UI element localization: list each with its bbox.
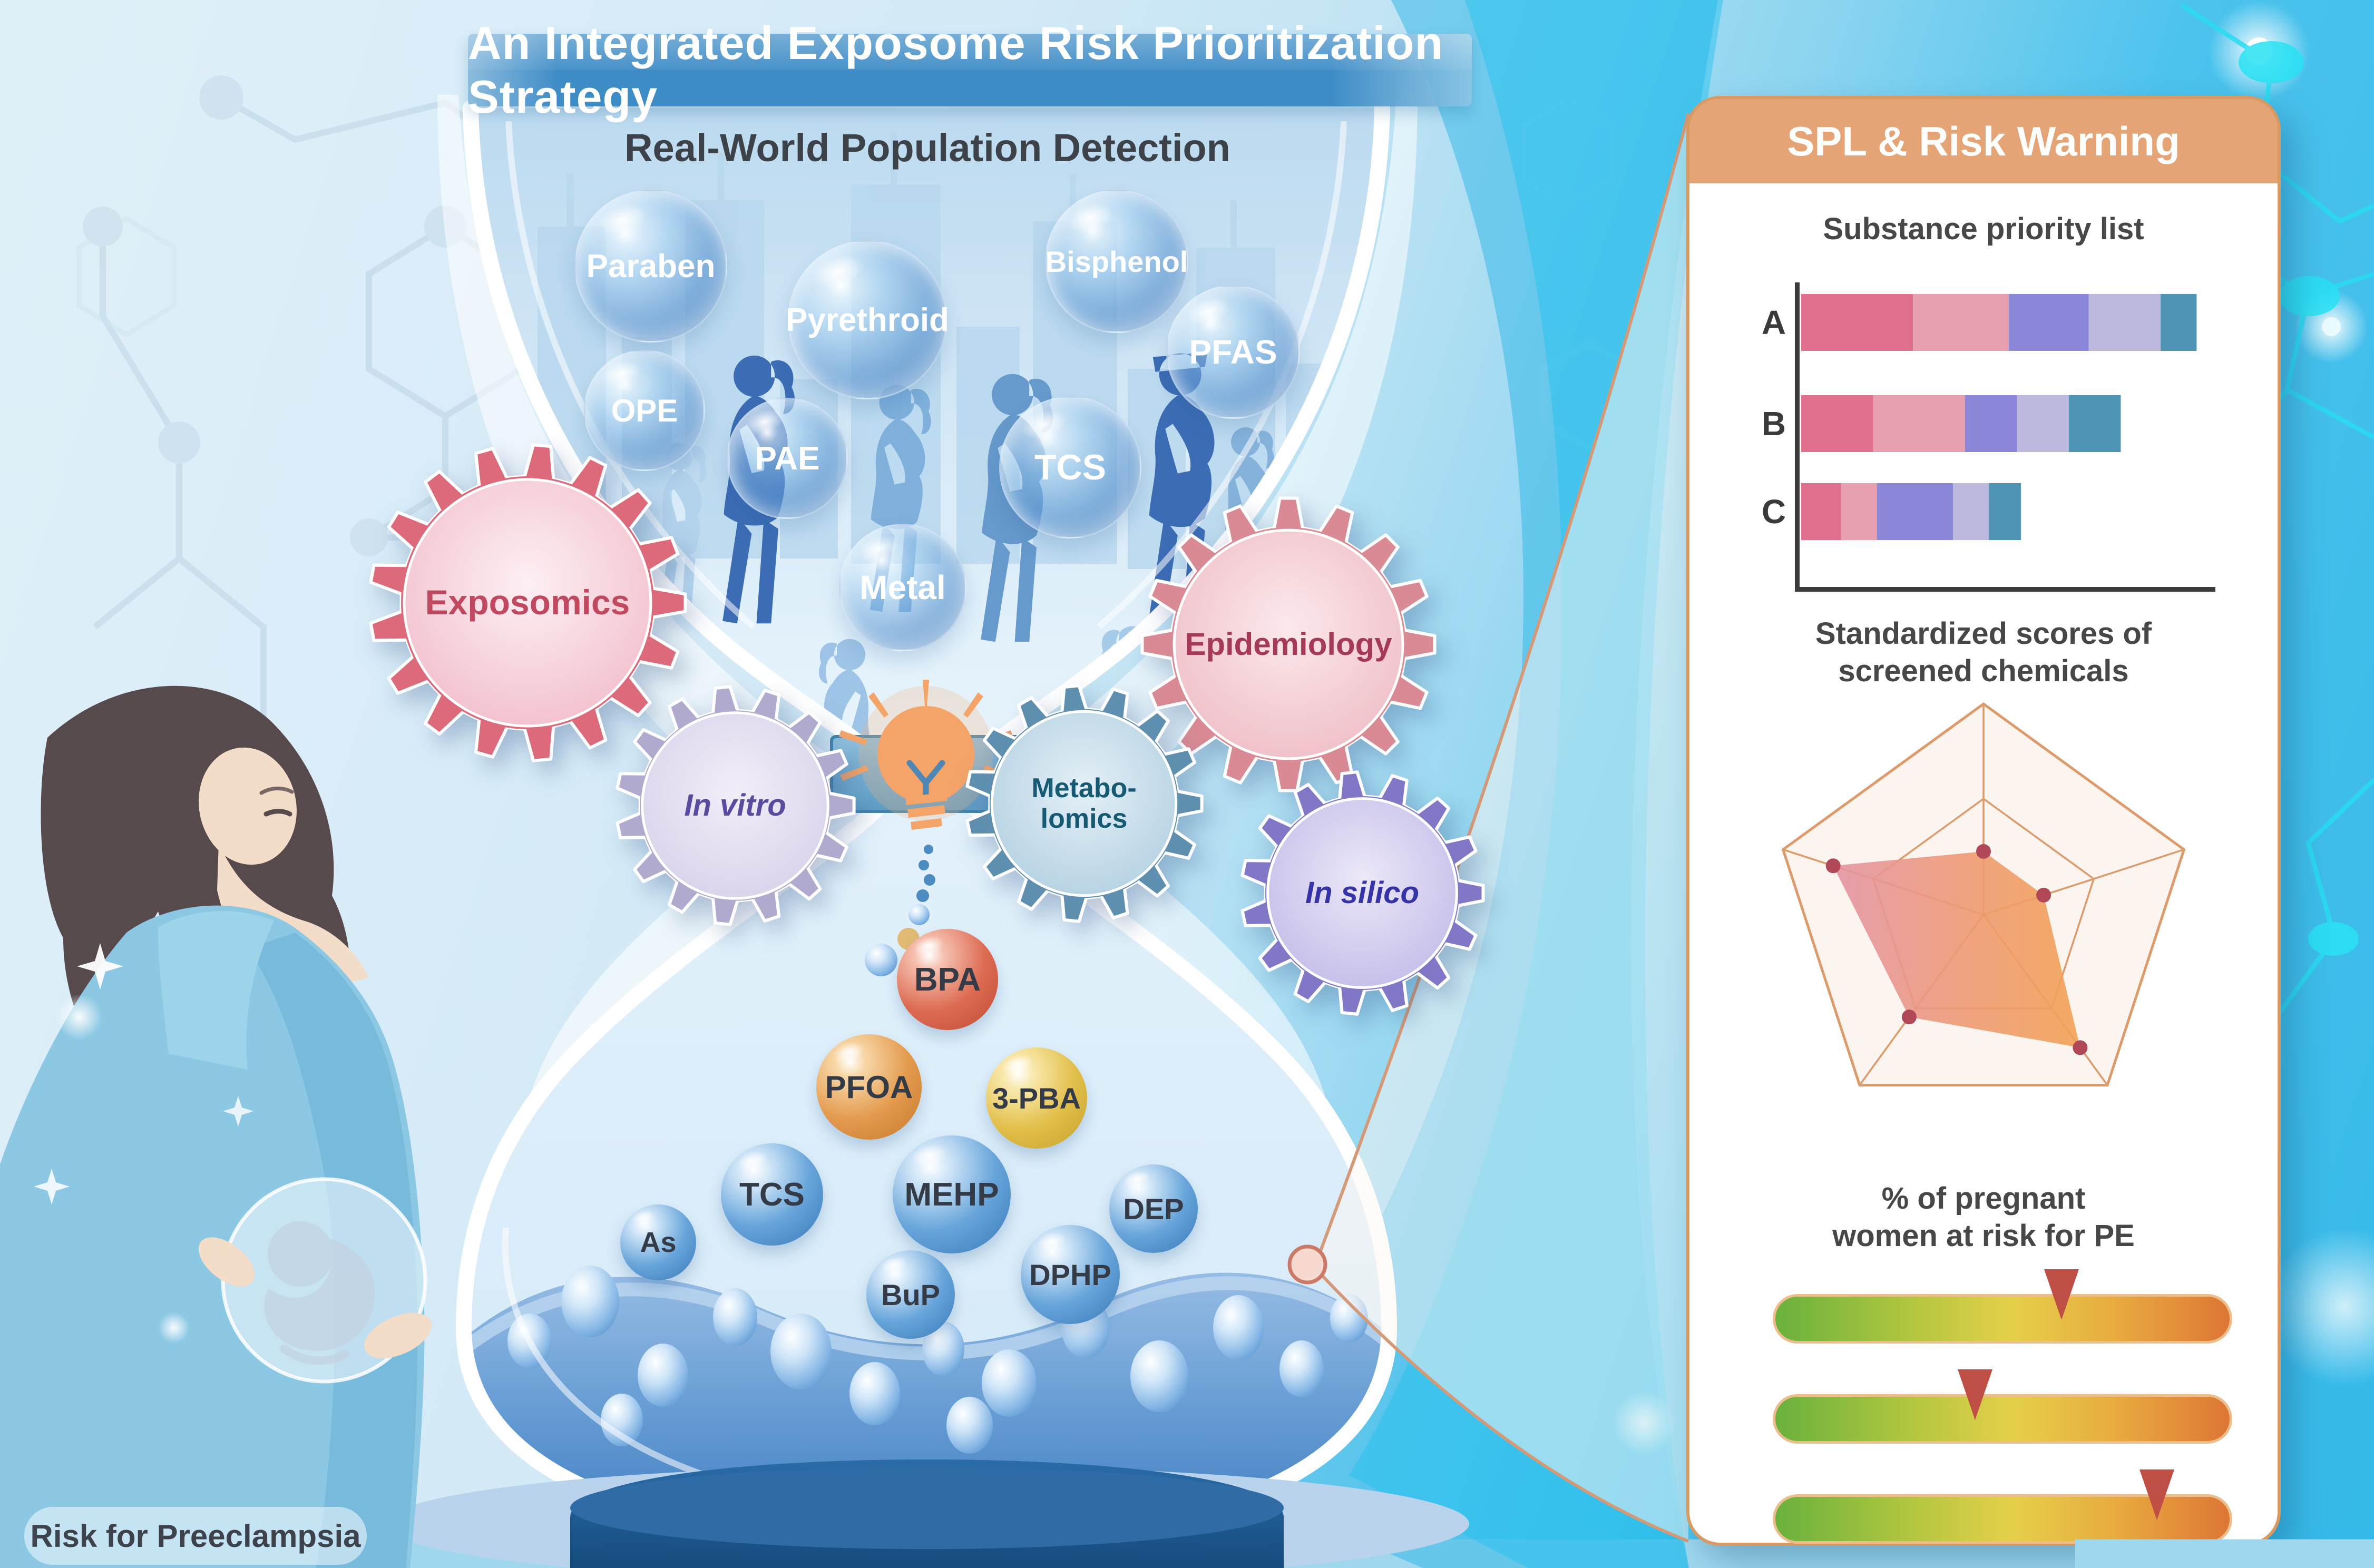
chemical-bubble: 3-PBA (986, 1047, 1087, 1149)
gear-label: Metabo- lomics (952, 672, 1216, 935)
chemical-bubble-label: 3-PBA (992, 1081, 1081, 1115)
radar-data-point (1902, 1010, 1917, 1024)
bar-segment (1841, 483, 1877, 540)
risk-label: Risk for Preeclampsia (31, 1518, 361, 1554)
gauge-marker-icon (2139, 1469, 2174, 1520)
gauge-marker-icon (2044, 1269, 2079, 1320)
chemical-bubble: DPHP (1021, 1225, 1120, 1324)
exposure-bubble: Metal (839, 524, 966, 651)
standardized-scores-radar (1689, 683, 2278, 1125)
bar-segment (2009, 294, 2089, 351)
bar-segment (1989, 483, 2021, 540)
spl-chart-title: Substance priority list (1746, 211, 2221, 248)
bar-segment (1873, 395, 1965, 452)
exposure-bubble: Pyrethroid (788, 240, 947, 399)
bar-segment (1965, 395, 2017, 452)
chemical-bubble-label: As (640, 1226, 676, 1259)
exposure-bubble-label: Paraben (587, 248, 716, 285)
chemical-bubble-label: MEHP (904, 1176, 999, 1213)
bar-category-label: B (1762, 405, 1786, 443)
magnifier-point (1289, 1247, 1325, 1282)
chemical-bubble: MEHP (893, 1135, 1011, 1253)
pedestal (570, 1459, 1284, 1568)
chemical-bubble-label: DEP (1123, 1192, 1184, 1226)
exposure-bubble: PAE (727, 398, 848, 519)
radar-data-point (2073, 1040, 2087, 1055)
gear-label: In vitro (602, 673, 868, 938)
bar-segment (1953, 483, 1989, 540)
bar-segment (1877, 483, 1953, 540)
exposure-bubble: Bisphenol (1045, 190, 1188, 333)
chemical-bubble-label: DPHP (1029, 1258, 1111, 1292)
gear-icon: In silico (1227, 758, 1497, 1028)
chemical-bubble-label: BuP (881, 1278, 940, 1312)
chemical-bubble: As (620, 1204, 696, 1280)
bar-category-label: C (1762, 493, 1786, 531)
bar-segment (2017, 395, 2069, 452)
exposure-bubble-label: Pyrethroid (786, 301, 949, 339)
chemical-bubble: TCS (721, 1143, 823, 1246)
real-world-heading: Real-World Population Detection (622, 125, 1233, 170)
gauge-marker-icon (1958, 1369, 1992, 1420)
radar-chart-title: Standardized scores of screened chemical… (1799, 615, 2168, 690)
bar-segment (1913, 294, 2009, 351)
exposure-bubble: TCS (999, 396, 1141, 538)
bar-segment (1801, 395, 1873, 452)
risk-gauge-bar (1773, 1394, 2232, 1444)
exposure-bubble-label: Metal (859, 568, 946, 607)
bar-segment (2089, 294, 2161, 351)
substance-priority-chart: A B C (1753, 273, 2221, 610)
gauge-title: % of pregnant women at risk for PE (1825, 1180, 2142, 1255)
page-title: An Integrated Exposome Risk Prioritizati… (468, 16, 1472, 124)
gear-label: In silico (1227, 758, 1497, 1028)
exposure-bubble-label: Bisphenol (1046, 244, 1188, 279)
title-banner: An Integrated Exposome Risk Prioritizati… (468, 34, 1472, 106)
risk-gauges (1773, 1294, 2232, 1568)
chemical-bubble: DEP (1109, 1164, 1198, 1253)
exposure-bubble: Paraben (574, 190, 727, 342)
exposure-bubble: PFAS (1166, 285, 1300, 419)
chemical-bubble-label: TCS (739, 1176, 805, 1213)
bar-category-label: A (1762, 303, 1786, 341)
bar-segment (1801, 483, 1841, 540)
gear-icon: In vitro (602, 673, 868, 938)
pregnant-woman-illustration (0, 686, 438, 1568)
radar-data-point (1826, 858, 1841, 873)
bar-segment (1801, 294, 1913, 351)
risk-label-pill: Risk for Preeclampsia (24, 1507, 367, 1565)
exposure-bubble-label: PAE (755, 440, 820, 477)
exposure-bubble-label: OPE (611, 393, 678, 429)
gear-icon: Metabo- lomics (952, 672, 1216, 935)
exposure-bubble-label: PFAS (1189, 332, 1277, 371)
chemical-bubble-label: BPA (914, 961, 981, 998)
risk-gauge-bar (1773, 1494, 2232, 1544)
bar-segment (2161, 294, 2196, 351)
spl-risk-panel: SPL & Risk Warning Substance priority li… (1686, 96, 2281, 1546)
chemical-bubble: BuP (866, 1250, 955, 1339)
radar-data-point (1976, 844, 1991, 859)
radar-data-point (2036, 888, 2051, 903)
chemical-bubble-label: PFOA (825, 1069, 913, 1105)
panel-header: SPL & Risk Warning (1689, 99, 2278, 183)
risk-gauge-bar (1773, 1294, 2232, 1344)
panel-header-title: SPL & Risk Warning (1787, 117, 2180, 165)
chemical-bubble: PFOA (816, 1034, 922, 1140)
exposure-bubble-label: TCS (1034, 447, 1106, 488)
chemical-bubble: BPA (897, 929, 998, 1030)
bar-segment (2069, 395, 2121, 452)
